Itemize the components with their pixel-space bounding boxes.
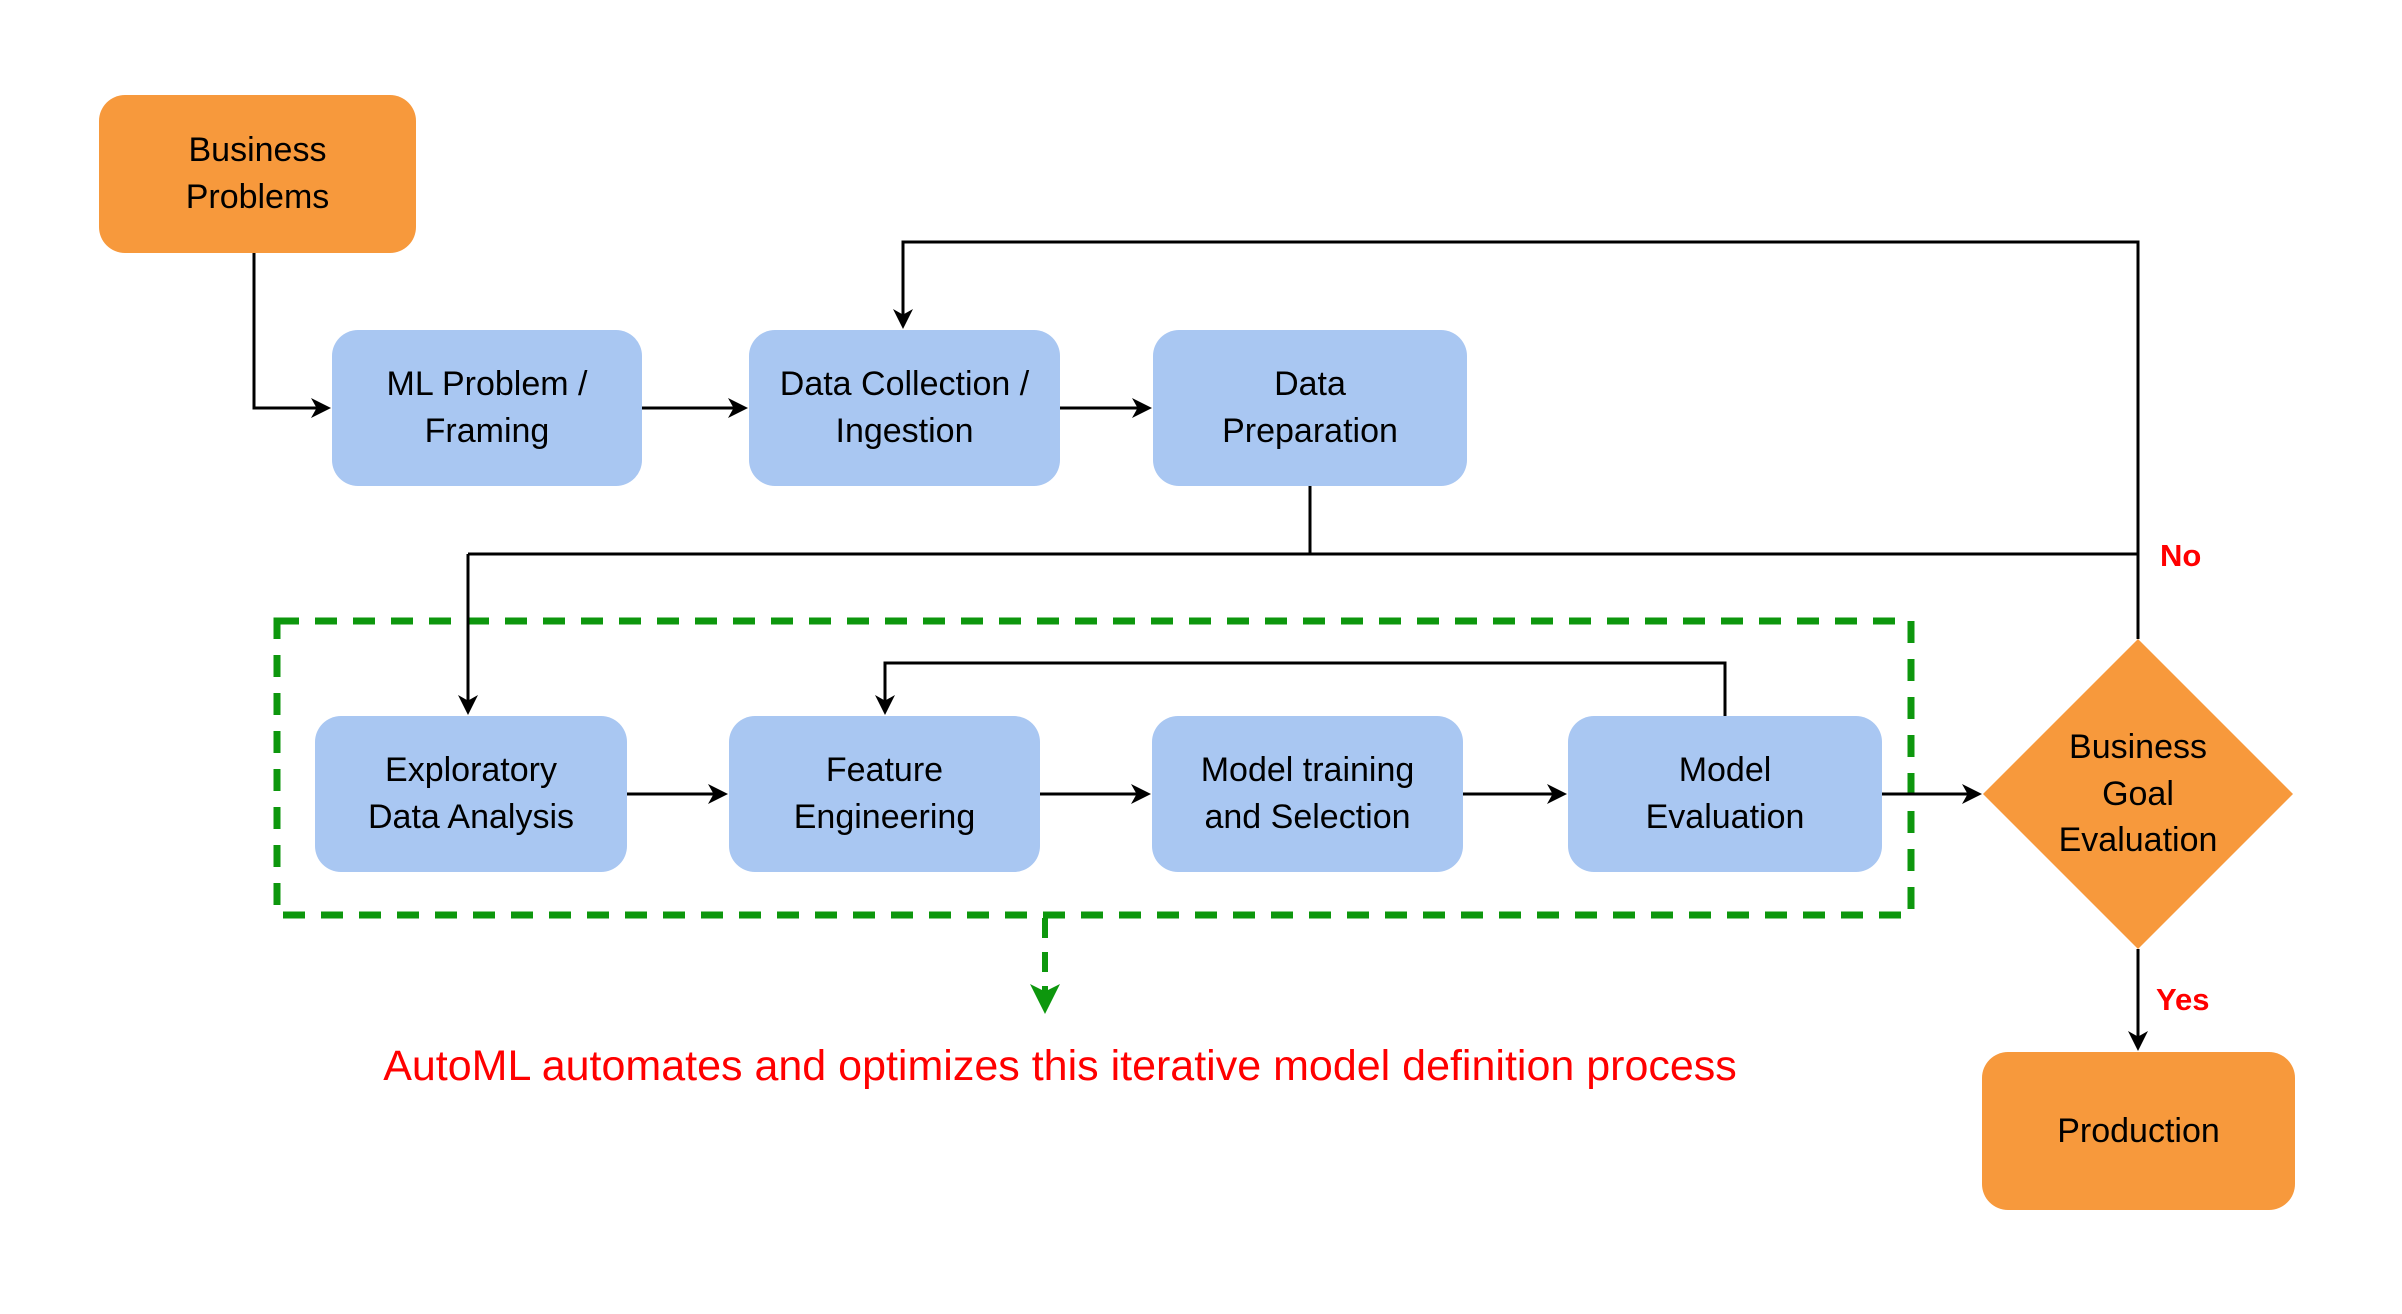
node-label: Model training and Selection <box>1200 751 1415 836</box>
node-feature-engineering: Feature Engineering <box>729 716 1040 872</box>
automl-annotation-text: AutoML automates and optimizes this iter… <box>383 1042 1737 1090</box>
node-exploratory-data-analysis: Exploratory Data Analysis <box>315 716 627 872</box>
node-business-problems: Business Problems <box>99 95 416 253</box>
node-label: Business Goal Evaluation <box>2058 727 2218 860</box>
node-label: ML Problem / Framing <box>386 365 588 450</box>
node-label: Feature Engineering <box>793 751 976 836</box>
node-data-preparation: Data Preparation <box>1153 330 1467 486</box>
edge-business-problems-to-ml-problem <box>252 252 331 418</box>
node-ml-problem-framing: ML Problem / Framing <box>332 330 642 486</box>
edge-no-feedback-to-data-collection <box>893 240 2140 639</box>
node-label: Business Problems <box>185 131 330 216</box>
node-data-collection-ingestion: Data Collection / Ingestion <box>749 330 1060 486</box>
node-model-evaluation: Model Evaluation <box>1568 716 1882 872</box>
node-label: Model Evaluation <box>1645 751 1805 836</box>
node-label: Production <box>2057 1111 2220 1150</box>
node-label: Exploratory Data Analysis <box>368 751 574 836</box>
node-label: Data Collection / Ingestion <box>779 365 1030 450</box>
edge-label-no: No <box>2160 538 2202 573</box>
node-production: Production <box>1982 1052 2295 1210</box>
node-model-training-selection: Model training and Selection <box>1152 716 1463 872</box>
node-business-goal-evaluation: Business Goal Evaluation <box>1983 639 2293 949</box>
edge-model-evaluation-feedback-to-feature-engineering <box>875 661 1727 716</box>
edge-label-yes: Yes <box>2156 982 2210 1017</box>
node-label: Data Preparation <box>1222 365 1398 450</box>
